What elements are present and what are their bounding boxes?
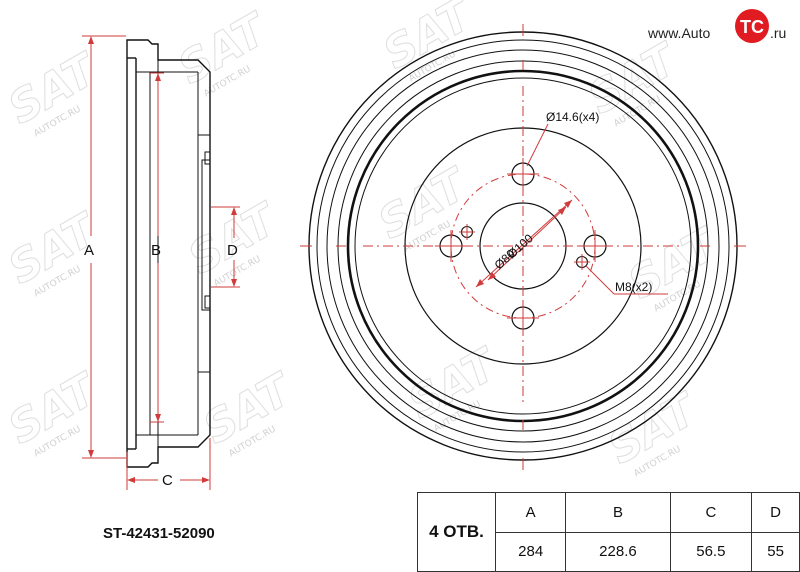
logo-badge-icon: [735, 9, 769, 43]
header-a: A: [494, 492, 567, 533]
callout-bolt-hole: Ø14.6(x4): [546, 110, 599, 124]
spec-table: 4 ОТВ. A B C D 284 228.6 56.5 55: [417, 492, 800, 572]
dim-label-d: D: [227, 242, 238, 259]
holes-count-cell: 4 ОТВ.: [417, 492, 496, 572]
watermark-stamp: SAT AUTOTC.RU: [195, 363, 303, 460]
svg-text:.ru: .ru: [770, 25, 786, 41]
front-arrows: [476, 200, 572, 287]
autotc-logo: www.Auto TC .ru: [642, 6, 800, 46]
watermark-stamp: SAT AUTOTC.RU: [0, 203, 108, 300]
watermark-stamp: SAT AUTOTC.RU: [0, 363, 108, 460]
watermark-stamp: SAT AUTOTC.RU: [370, 158, 478, 255]
watermark-stamp: SAT AUTOTC.RU: [400, 338, 508, 435]
watermark-stamp: SAT AUTOTC.RU: [600, 383, 708, 480]
header-b: B: [565, 492, 671, 533]
dim-label-b: B: [151, 242, 161, 259]
dim-label-a: A: [84, 242, 94, 259]
watermark-stamp: SAT AUTOTC.RU: [620, 218, 728, 315]
watermark-stamp: SAT AUTOTC.RU: [0, 43, 108, 140]
value-c: 56.5: [669, 531, 753, 572]
table-header-row: 4 ОТВ. A B C D: [417, 492, 800, 572]
callout-screw: M8(x2): [615, 280, 652, 294]
watermark-stamp: SAT AUTOTC.RU: [170, 3, 278, 100]
header-c: C: [669, 492, 753, 533]
value-a: 284: [494, 531, 567, 572]
watermark-layer: SAT AUTOTC.RU SAT AUTOTC.RU SAT AUTOTC.R…: [0, 0, 728, 480]
drum-section-outline: [126, 39, 211, 468]
side-view: [126, 39, 211, 468]
table-value-row: 284 228.6 56.5 55: [418, 531, 800, 572]
dim-label-c: C: [162, 472, 173, 489]
side-dim-labels: A B C D: [84, 242, 238, 489]
side-dimensions: [82, 35, 240, 490]
svg-text:TC: TC: [740, 17, 764, 37]
watermark-stamp: SAT AUTOTC.RU: [375, 0, 483, 84]
value-d: 55: [751, 531, 800, 572]
value-b: 228.6: [565, 531, 671, 572]
header-d: D: [751, 492, 800, 533]
svg-text:www.Auto: www.Auto: [647, 25, 710, 41]
part-number: ST-42431-52090: [103, 525, 215, 542]
